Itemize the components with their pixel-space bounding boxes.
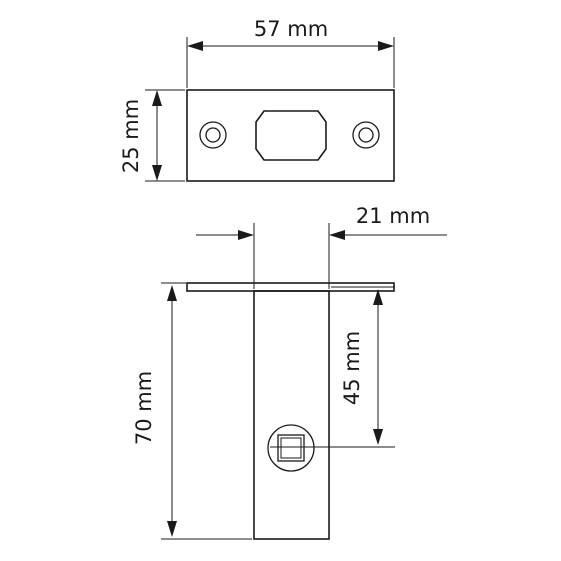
dimension-backset: 45 mm bbox=[270, 286, 395, 448]
right-screw-hole bbox=[352, 121, 380, 149]
dimension-body-width: 21 mm bbox=[196, 204, 447, 289]
dimension-faceplate-height: 25 mm bbox=[119, 89, 185, 182]
label-faceplate-height: 25 mm bbox=[119, 99, 143, 173]
latch-body-view: 21 mm 45 mm 70 mm bbox=[132, 204, 447, 540]
label-faceplate-width: 57 mm bbox=[254, 17, 328, 41]
latch-body bbox=[253, 290, 330, 540]
label-total-length: 70 mm bbox=[132, 371, 156, 445]
left-screw-hole bbox=[199, 121, 227, 149]
spindle-hole bbox=[267, 424, 315, 472]
latch-opening bbox=[255, 110, 327, 161]
dimension-faceplate-width: 57 mm bbox=[186, 17, 395, 88]
label-body-width: 21 mm bbox=[356, 204, 430, 228]
label-backset: 45 mm bbox=[340, 331, 364, 405]
faceplate-outline bbox=[186, 89, 395, 182]
faceplate-view: 57 mm 25 mm bbox=[119, 17, 395, 182]
dimension-total-length: 70 mm bbox=[132, 282, 252, 540]
